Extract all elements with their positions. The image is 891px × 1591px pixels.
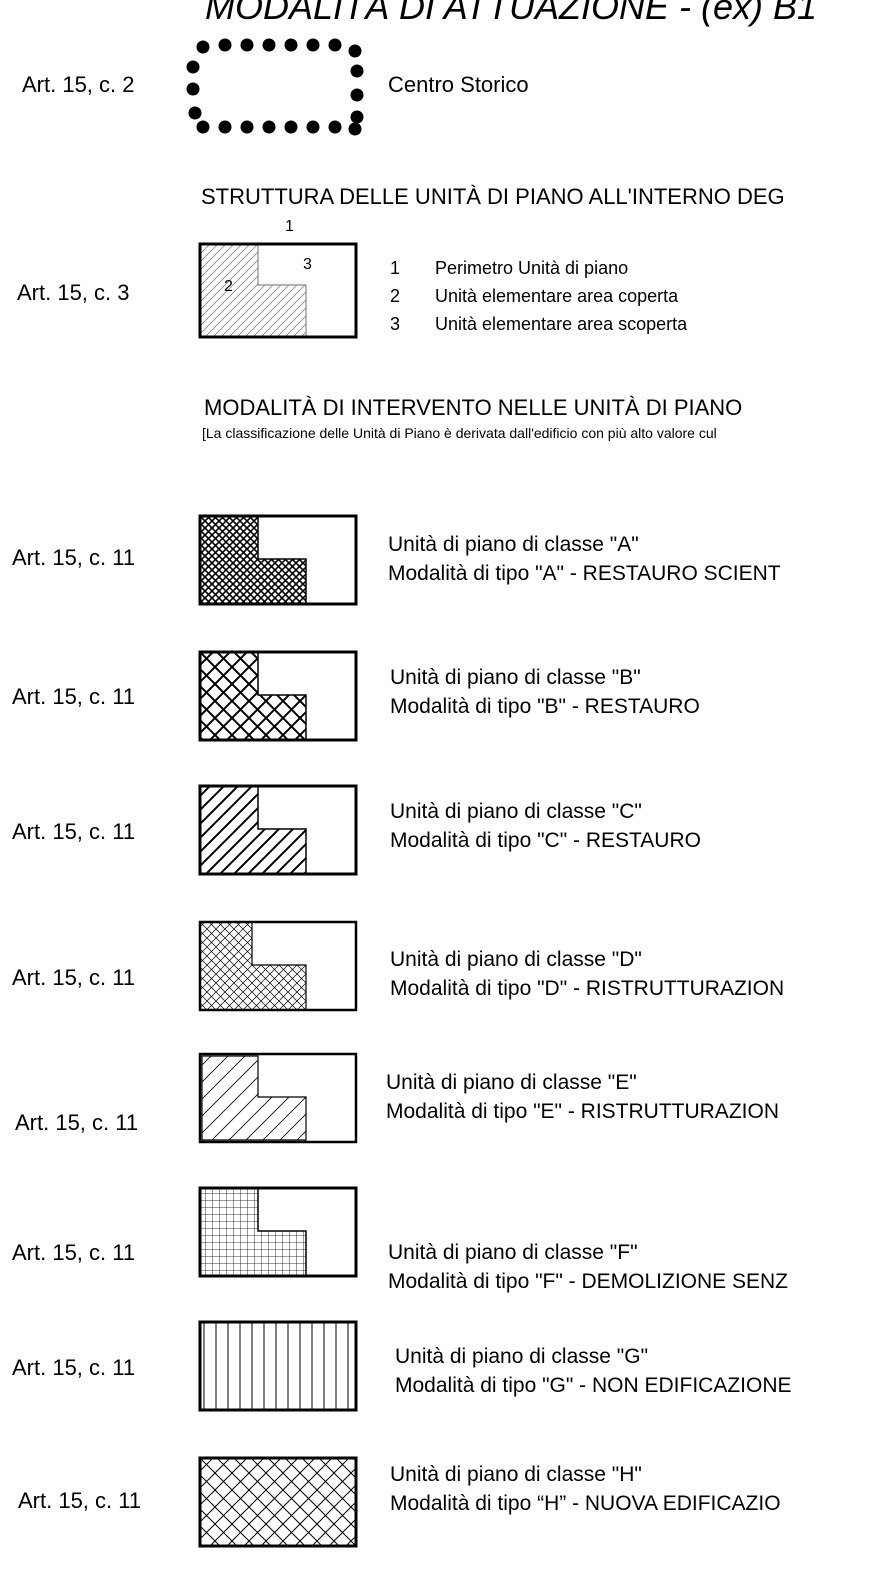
unit-b-symbol: [198, 650, 358, 742]
article-ref-unit-c: Art. 15, c. 11: [12, 819, 136, 844]
unit-f-symbol: [198, 1186, 358, 1278]
article-ref-unit-f: Art. 15, c. 11: [12, 1240, 136, 1265]
unit-b-description: Unità di piano di classe "B"Modalità di …: [390, 666, 700, 718]
article-ref-unit-d: Art. 15, c. 11: [12, 965, 136, 990]
unit-c-description: Unità di piano di classe "C"Modalità di …: [390, 800, 701, 852]
article-ref-unit-b: Art. 15, c. 11: [12, 684, 136, 709]
section-heading-modalita: MODALITÀ DI INTERVENTO NELLE UNITÀ DI PI…: [204, 395, 743, 420]
unit-f-description: Unità di piano di classe "F"Modalità di …: [388, 1241, 789, 1293]
centro-storico-symbol: [186, 38, 364, 136]
unit-e-symbol: [198, 1052, 358, 1144]
unit-e-description: Unità di piano di classe "E"Modalità di …: [386, 1071, 779, 1123]
article-ref-unit-a: Art. 15, c. 11: [12, 545, 136, 570]
article-ref-struttura: Art. 15, c. 3: [17, 280, 130, 305]
unit-a-description: Unità di piano di classe "A"Modalità di …: [388, 533, 781, 585]
diagram-label-perimeter: 1: [285, 218, 294, 235]
unit-a-symbol: [198, 514, 358, 606]
unit-g-description: Unità di piano di classe "G"Modalità di …: [395, 1345, 792, 1397]
diagram-label-uncovered: 3: [303, 256, 312, 273]
unit-structure-diagram: [198, 242, 358, 339]
unit-g-symbol: [198, 1320, 358, 1412]
article-ref-unit-g: Art. 15, c. 11: [12, 1355, 136, 1380]
unit-c-symbol: [198, 784, 358, 876]
unit-h-symbol: [198, 1456, 358, 1548]
page-title: MODALITÀ DI ATTUAZIONE - (ex) B1: [205, 0, 818, 27]
centro-storico-label: Centro Storico: [388, 72, 529, 97]
unit-h-description: Unità di piano di classe "H"Modalità di …: [390, 1463, 781, 1515]
unit-d-symbol: [198, 920, 358, 1012]
unit-d-description: Unità di piano di classe "D"Modalità di …: [390, 948, 785, 1000]
diagram-label-covered: 2: [224, 278, 233, 295]
article-ref-unit-h: Art. 15, c. 11: [18, 1488, 142, 1513]
section-heading-struttura: STRUTTURA DELLE UNITÀ DI PIANO ALL'INTER…: [201, 184, 785, 209]
article-ref-centro-storico: Art. 15, c. 2: [22, 72, 135, 97]
classification-note: [La classificazione delle Unità di Piano…: [202, 425, 717, 441]
article-ref-unit-e: Art. 15, c. 11: [15, 1110, 139, 1135]
